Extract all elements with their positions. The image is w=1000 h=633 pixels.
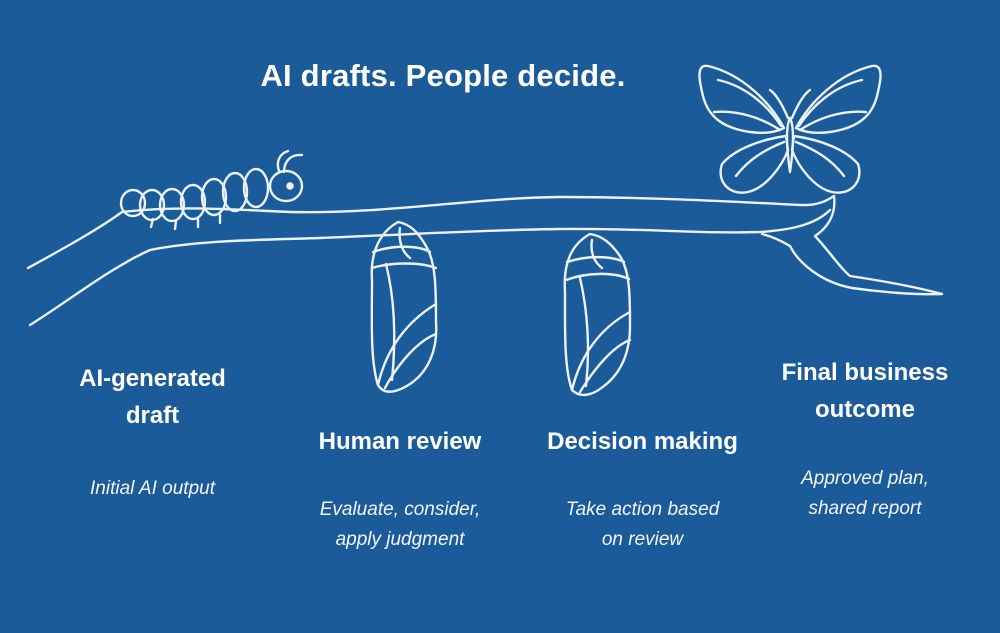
chrysalis-icon [370,220,438,393]
stage-desc-line2: shared report [808,498,922,519]
diagram-title: AI drafts. People decide. [260,58,626,93]
stage-final-outcome: Final business outcome Approved plan, shar… [750,354,980,524]
stage-desc-line1: Evaluate, consider, [319,499,481,520]
stage-heading: Human review [318,428,482,455]
stage-heading: AI-generated draft [40,360,265,434]
caterpillar-icon [119,149,304,231]
stage-heading-line1: Final business [781,359,949,386]
stage-heading: Decision making [547,428,738,455]
stage-heading-line1: AI-generated [79,365,226,392]
stage-ai-draft: AI-generated draft Initial AI output [40,360,265,504]
stage-description: Evaluate, consider, apply judgment [280,495,520,555]
stage-desc-line2: on review [601,529,684,550]
stage-description: Approved plan, shared report [750,464,980,524]
branch-icon [26,194,944,327]
stage-desc-line1: Take action based [565,499,720,520]
stage-desc-line2: apply judgment [335,529,465,550]
butterfly-icon [698,64,882,194]
stage-decision-making: Decision making Take action based on revi… [520,423,765,555]
stage-heading-line2: outcome [814,396,915,423]
stage-heading-line2: draft [125,402,180,429]
stage-description: Take action based on review [520,495,765,555]
stage-desc-line1: Approved plan, [801,468,929,489]
stage-heading: Final business outcome [750,354,980,428]
stage-description: Initial AI output [90,478,215,499]
stage-human-review: Human review Evaluate, consider, apply ju… [280,423,520,555]
chrysalis-icon [563,232,632,397]
